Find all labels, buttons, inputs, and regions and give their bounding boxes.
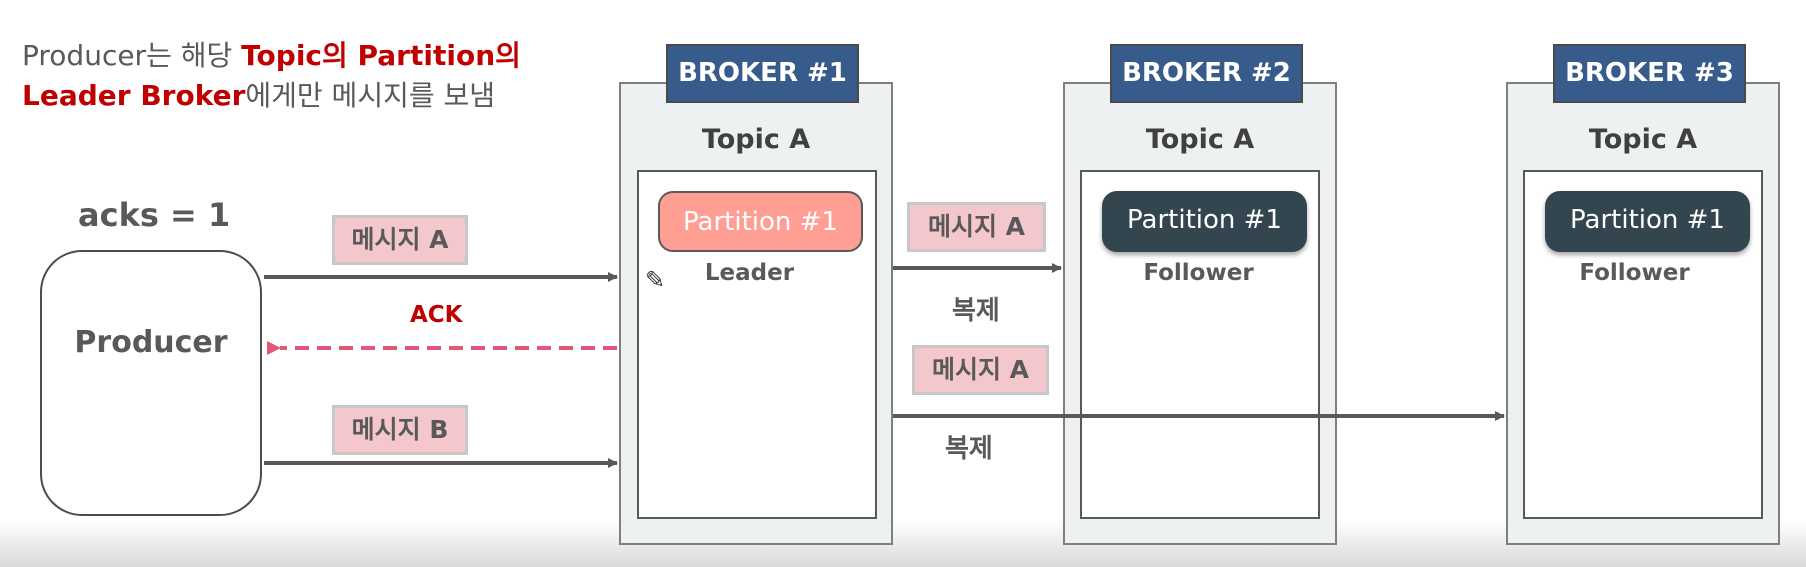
bottom-shade [0,520,1806,567]
broker-3-header: BROKER #3 [1553,44,1746,103]
broker-3-role: Follower [1579,260,1690,286]
broker-1-role: Leader [704,260,795,286]
title-line-2-highlight: Leader Broker [22,79,246,112]
replicated-message-a-label-2: 메시지 A [912,345,1049,395]
title-line-1-prefix: Producer는 해당 [22,39,242,72]
ack-label: ACK [410,302,463,328]
message-a-label: 메시지 A [332,215,468,265]
broker-3-topic: Topic A [1588,124,1698,155]
title-line-2: Leader Broker에게만 메시지를 보냄 [22,74,495,114]
acks-label: acks = 1 [78,196,231,234]
title-line-1: Producer는 해당 Topic의 Partition의 [22,34,521,74]
replicated-message-a-label-1: 메시지 A [907,202,1046,252]
broker-3-partition-follower: Partition #1 [1545,191,1750,252]
broker-1-topic: Topic A [701,124,811,155]
title-line-2-suffix: 에게만 메시지를 보냄 [245,79,496,112]
message-b-label: 메시지 B [332,405,468,455]
producer-box [40,250,262,516]
replication-label-1: 복제 [952,296,1000,326]
broker-1-partition-leader: Partition #1 [658,191,863,252]
title-line-1-highlight: Topic의 Partition의 [241,39,521,72]
pencil-cursor-icon: ✎ [645,266,666,294]
broker-1-header: BROKER #1 [666,44,859,103]
broker-2-header: BROKER #2 [1110,44,1303,103]
broker-2-role: Follower [1143,260,1254,286]
broker-2-partition-follower: Partition #1 [1102,191,1307,252]
replication-label-2: 복제 [945,434,993,464]
broker-2-topic: Topic A [1145,124,1255,155]
producer-label: Producer [74,325,228,360]
